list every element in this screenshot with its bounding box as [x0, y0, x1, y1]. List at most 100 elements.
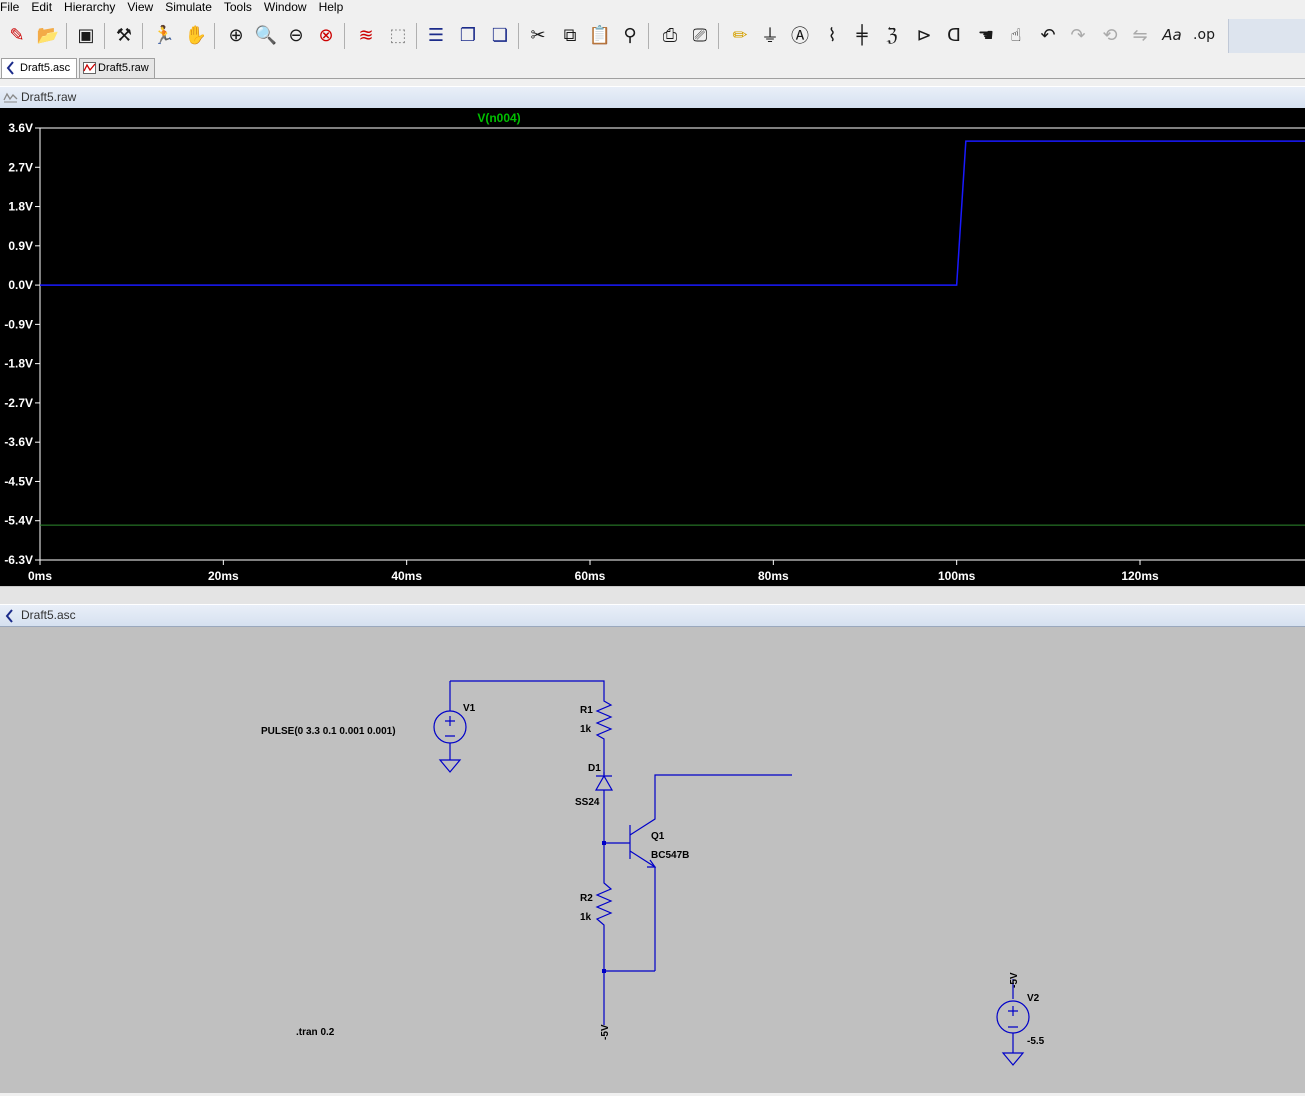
r1-value[interactable]: 1k: [580, 724, 592, 735]
menu-help[interactable]: Help: [318, 0, 344, 14]
x-tick-label: 20ms: [208, 569, 239, 583]
v1-source[interactable]: [433, 681, 467, 773]
r2-resistor[interactable]: [595, 843, 655, 1025]
menu-file[interactable]: File: [0, 0, 20, 14]
menu-edit[interactable]: Edit: [31, 0, 53, 14]
v2-name[interactable]: V2: [1027, 993, 1040, 1004]
text-icon[interactable]: Aa: [1162, 26, 1182, 44]
v2-net-label[interactable]: -5V: [1009, 972, 1020, 988]
zoom-full-icon[interactable]: 🔍: [254, 24, 278, 46]
waveform-chart[interactable]: V(n004) 3.6V2.7V1.8V0.9V0.0V-0.9V-1.8V-2…: [0, 108, 1305, 586]
y-tick-label: -4.5V: [4, 474, 33, 488]
cascade-icon[interactable]: ❐: [459, 24, 477, 46]
pane-splitter[interactable]: [0, 586, 1305, 605]
y-tick-label: -1.8V: [4, 357, 33, 371]
ground-icon[interactable]: ⏚: [761, 26, 779, 47]
tran-directive[interactable]: .tran 0.2: [296, 1027, 335, 1038]
print-setup-icon[interactable]: ⎚: [692, 24, 708, 46]
schematic-panel-title[interactable]: Draft5.asc: [0, 604, 1305, 627]
capacitor-icon[interactable]: ╪: [856, 24, 868, 46]
halt-icon[interactable]: ✋: [184, 24, 208, 46]
x-tick-label: 0ms: [28, 569, 52, 583]
y-tick-label: -0.9V: [4, 317, 33, 331]
spice-directive-icon[interactable]: .op: [1193, 27, 1215, 43]
run-icon[interactable]: 🏃: [152, 24, 176, 46]
toolbar: ✎ 📂 ▣ ⚒ 🏃 ✋ ⊕ 🔍 ⊖ ⊗ ≋ ⬚ ☰ ❐ ❏ ✂ ⧉ 📋 ⚲ ⎙ …: [0, 15, 1305, 57]
trace-v-n004[interactable]: [40, 140, 1305, 286]
print-icon[interactable]: ⎙: [662, 24, 678, 46]
menu-view[interactable]: View: [127, 0, 154, 14]
y-tick-label: -2.7V: [4, 396, 33, 410]
v1-name[interactable]: V1: [463, 703, 476, 714]
menu-tools[interactable]: Tools: [223, 0, 252, 14]
schematic-canvas[interactable]: V1 PULSE(0 3.3 0.1 0.001 0.001) R1 1k D1…: [0, 627, 1305, 1093]
wire-icon[interactable]: ✏: [732, 24, 748, 46]
move-icon[interactable]: ☚: [977, 24, 995, 46]
new-schematic-icon[interactable]: ✎: [9, 24, 25, 46]
inductor-icon[interactable]: ℨ: [886, 24, 898, 46]
tab-draft5-raw[interactable]: Draft5.raw: [79, 58, 155, 78]
menu-window[interactable]: Window: [263, 0, 307, 14]
schematic-drawing[interactable]: V1 PULSE(0 3.3 0.1 0.001 0.001) R1 1k D1…: [0, 627, 1305, 1093]
paste-icon[interactable]: 📋: [588, 24, 612, 46]
fit-icon[interactable]: ⬚: [389, 24, 407, 46]
schematic-icon: [5, 609, 13, 623]
y-tick-label: -3.6V: [4, 435, 33, 449]
zoom-in-icon[interactable]: ⊕: [228, 24, 244, 46]
undo-icon[interactable]: ↶: [1040, 24, 1056, 46]
document-tabs: Draft5.asc Draft5.raw: [0, 56, 1305, 79]
y-tick-label: -6.3V: [4, 553, 33, 567]
r1-resistor[interactable]: [595, 695, 613, 775]
mirror-icon[interactable]: ⇋: [1132, 24, 1148, 46]
net-label-minus5v[interactable]: -5V: [600, 1024, 611, 1040]
x-tick-label: 100ms: [938, 569, 976, 583]
autorange-icon[interactable]: ≋: [358, 24, 374, 46]
r2-value[interactable]: 1k: [580, 912, 592, 923]
waveform-panel-title[interactable]: Draft5.raw: [0, 86, 1305, 109]
v2-value[interactable]: -5.5: [1027, 1036, 1045, 1047]
wire: [450, 680, 605, 695]
tile-horizontal-icon[interactable]: ☰: [427, 24, 445, 46]
drag-icon[interactable]: ☝: [1010, 24, 1022, 46]
resistor-icon[interactable]: ⌇: [827, 24, 837, 46]
diode-icon[interactable]: ⊳: [916, 24, 932, 46]
toolbar-empty-area: [1228, 19, 1305, 53]
q1-name[interactable]: Q1: [651, 831, 665, 842]
y-tick-label: 2.7V: [8, 160, 33, 174]
q1-transistor[interactable]: [604, 774, 792, 971]
tab-label: Draft5.raw: [98, 62, 149, 74]
y-tick-label: 1.8V: [8, 200, 33, 214]
trace-label[interactable]: V(n004): [477, 111, 520, 125]
q1-value[interactable]: BC547B: [651, 850, 689, 861]
find-icon[interactable]: ⚲: [623, 24, 637, 46]
x-tick-label: 60ms: [575, 569, 606, 583]
schematic-icon: [6, 61, 14, 75]
menu-bar: File Edit Hierarchy View Simulate Tools …: [0, 0, 1305, 15]
d1-name[interactable]: D1: [588, 763, 601, 774]
tab-draft5-asc[interactable]: Draft5.asc: [1, 58, 77, 78]
x-tick-label: 80ms: [758, 569, 789, 583]
zoom-cancel-icon[interactable]: ⊗: [318, 24, 334, 46]
zoom-out-icon[interactable]: ⊖: [288, 24, 304, 46]
save-icon[interactable]: ▣: [77, 24, 95, 46]
label-icon[interactable]: Ⓐ: [791, 26, 809, 47]
tile-vertical-icon[interactable]: ❏: [491, 24, 509, 46]
x-tick-label: 40ms: [391, 569, 422, 583]
menu-hierarchy[interactable]: Hierarchy: [64, 0, 116, 14]
v1-value[interactable]: PULSE(0 3.3 0.1 0.001 0.001): [261, 726, 396, 737]
r2-name[interactable]: R2: [580, 893, 593, 904]
control-panel-icon[interactable]: ⚒: [115, 24, 133, 46]
v2-source[interactable]: [996, 979, 1030, 1066]
component-icon[interactable]: ᗡ: [947, 24, 961, 46]
copy-icon[interactable]: ⧉: [563, 24, 577, 46]
r1-name[interactable]: R1: [580, 705, 593, 716]
menu-simulate[interactable]: Simulate: [165, 0, 212, 14]
d1-diode[interactable]: [594, 772, 614, 843]
open-icon[interactable]: 📂: [36, 24, 60, 46]
cut-icon[interactable]: ✂: [530, 24, 546, 46]
rotate-icon[interactable]: ⟲: [1102, 24, 1118, 46]
d1-value[interactable]: SS24: [575, 797, 600, 808]
y-tick-label: 0.9V: [8, 239, 33, 253]
redo-icon[interactable]: ↷: [1070, 24, 1086, 46]
